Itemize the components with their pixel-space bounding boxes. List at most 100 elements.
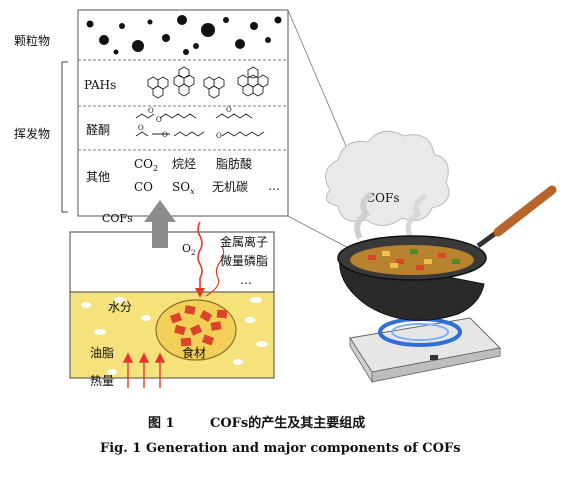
food-piece (184, 305, 196, 315)
wok-handle (493, 185, 557, 237)
oil-bubble (250, 297, 262, 303)
water-label: 水分 (108, 300, 132, 314)
structure-1-o: O (148, 107, 154, 115)
alkanes-item: 烷烃 (172, 157, 196, 171)
caption-cn-fig: 图 1 (148, 416, 175, 431)
sox-item: SOx (172, 180, 195, 196)
wok-food-piece (452, 259, 460, 264)
stove-scene: COFs (325, 130, 557, 384)
food-label: 食材 (182, 345, 206, 360)
pah-molecules (147, 66, 269, 99)
structure-3-o: O (226, 106, 232, 114)
zoom-line-bottom (287, 215, 353, 251)
pah-molecule-1 (147, 76, 169, 99)
food-piece (201, 334, 215, 346)
caption-cn-title: COFs的产生及其主要组成 (210, 415, 365, 431)
structure-2 (159, 113, 197, 119)
particle-dot (183, 49, 189, 55)
panel-frame (77, 9, 289, 217)
oil-bubble (94, 329, 106, 335)
oxygen-label: O2 (182, 242, 196, 257)
structure-4-o: O (138, 124, 144, 132)
particle-dot (119, 23, 125, 29)
inorganic-carbon-item: 无机碳 (212, 180, 248, 194)
metal-ions-label: 金属离子 (220, 234, 268, 249)
pah-molecule-3 (203, 76, 225, 99)
others-items: CO2 烷烃 脂肪酸 CO SOx 无机碳 … (134, 156, 280, 196)
heat-label: 热量 (90, 374, 114, 388)
particle-dot (113, 49, 119, 55)
oxygen-arrow (197, 221, 203, 290)
food-piece (180, 337, 192, 347)
structure-3 (215, 113, 253, 119)
particle-dot (177, 15, 187, 25)
structure-2-o: O (156, 116, 162, 124)
particle-dot (201, 23, 215, 37)
heat-arrow-2-head (138, 352, 150, 363)
caption-en-fig: Fig. 1 (100, 441, 141, 456)
steam-wisp-2 (405, 193, 428, 237)
particle-dot (132, 40, 144, 52)
particle-dot (99, 35, 109, 45)
particle-dot (223, 17, 229, 23)
structure-7 (221, 131, 265, 137)
co2-item: CO2 (134, 157, 158, 173)
wok-food-piece (424, 259, 432, 264)
wok-food-piece (416, 265, 424, 270)
particle-dot (274, 16, 282, 24)
wok-food-piece (396, 259, 404, 264)
caption-en-title: Generation and major components of COFs (146, 441, 461, 456)
oil-bubble (107, 369, 117, 375)
food-piece (169, 312, 183, 324)
oil-bubble (233, 359, 243, 365)
structure-7-o: O (216, 132, 222, 140)
wok-food (350, 245, 474, 275)
wok-food-pieces (368, 249, 460, 270)
stove-side (349, 336, 373, 384)
oil-bubbles (81, 297, 268, 375)
particle-dot (235, 39, 245, 49)
particles-label: 颗粒物 (14, 33, 50, 48)
aldehyde-ketone-structures: O O O O O O (135, 106, 265, 140)
oil-bubble (81, 302, 91, 308)
volatiles-bracket (61, 61, 68, 213)
particle-dot (147, 19, 153, 25)
caption: 图 1 COFs的产生及其主要组成 Fig. 1 Generation and … (100, 415, 461, 456)
others-ellipsis: … (268, 179, 280, 193)
heat-arrows (122, 352, 166, 388)
oil-bubble (114, 297, 126, 303)
others-label: 其他 (86, 170, 110, 184)
oil-bubble (256, 341, 268, 347)
volatiles-label: 挥发物 (14, 126, 50, 141)
particle-dot (250, 22, 258, 30)
particle-dot (193, 43, 199, 49)
cooking-box: 水分 食材 油脂 热量 O2 金属离子 微量磷脂 … COFs (69, 200, 275, 388)
structure-5-o: O (162, 131, 168, 139)
components-panel: 颗粒物 挥发物 PAHs (14, 9, 289, 217)
zoom-line-top (287, 9, 353, 161)
structure-4 (135, 131, 149, 137)
cofs-up-arrow (144, 200, 176, 248)
particle-dot (265, 37, 271, 43)
oil-bubble (141, 315, 151, 321)
food-piece (199, 310, 213, 322)
cofs-cloud (325, 130, 450, 226)
fatty-acids-item: 脂肪酸 (216, 156, 252, 171)
cofs-out-label: COFs (102, 212, 133, 225)
burner-inner (391, 323, 449, 341)
oxygen-arrow-head (195, 288, 205, 298)
particulate-dots (86, 15, 282, 55)
wok-food-piece (438, 253, 446, 258)
cloud-label: COFs (366, 191, 400, 205)
pah-molecule-4 (237, 66, 269, 97)
wok-food-piece (382, 251, 390, 256)
wok-food-piece (390, 263, 398, 268)
metal-ions-arrow (205, 245, 225, 297)
pahs-label: PAHs (84, 78, 116, 92)
wok-food-piece (368, 255, 376, 260)
steam-wisp-1 (354, 191, 374, 240)
food-piece (189, 324, 203, 336)
wok-food-piece (410, 249, 418, 254)
